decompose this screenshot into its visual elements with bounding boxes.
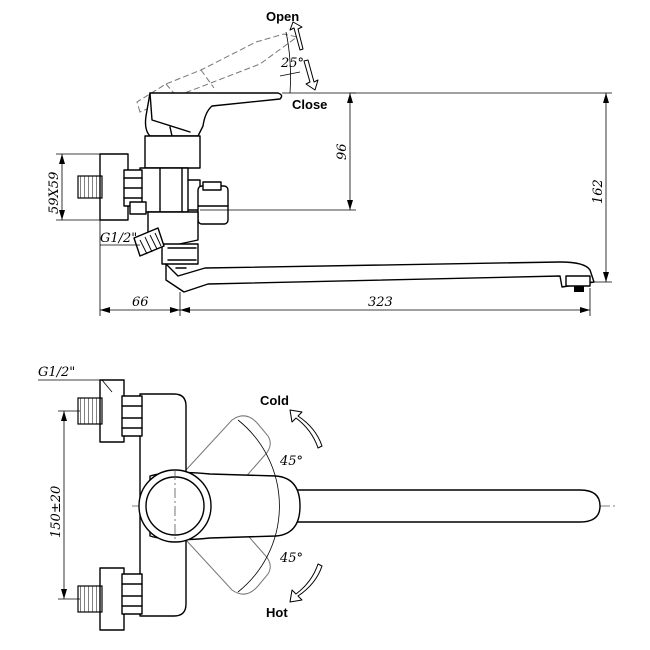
dimension-66: 66 [132, 295, 149, 310]
close-arrow-icon [303, 59, 319, 91]
inlet-connector [77, 153, 147, 221]
inlet-top [77, 379, 143, 443]
hot-angle-label: 45° [279, 551, 303, 566]
handle-closed-position [144, 92, 283, 137]
hot-arrow-icon [289, 563, 323, 603]
open-arrow-icon [289, 21, 304, 51]
handle-open-position [136, 33, 299, 113]
dimension-162: 162 [591, 179, 606, 204]
side-dimensions [56, 92, 612, 316]
handle-rotated-positions [185, 415, 271, 595]
close-label: Close [292, 97, 327, 112]
cold-arrow-icon [289, 409, 323, 449]
hot-label: Hot [266, 605, 288, 620]
top-view: G1/2" 150±20 Cold Hot 45° 45° [38, 365, 615, 631]
open-label: Open [266, 9, 299, 24]
cartridge-body [139, 135, 229, 265]
handle-angle-label: 25° [280, 56, 304, 71]
thread-label-side: G1/2" [100, 231, 137, 246]
spout [165, 261, 595, 293]
cold-angle-label: 45° [279, 454, 303, 469]
dimension-323: 323 [368, 295, 393, 310]
open-close-indicator [279, 21, 319, 94]
dimension-96: 96 [335, 143, 350, 160]
inlet-spacing-dimension [38, 379, 113, 600]
cold-label: Cold [260, 393, 289, 408]
side-view: Open Close 25° 96 162 59X59 G1/2" 66 323 [47, 9, 612, 316]
thread-label-top: G1/2" [38, 365, 75, 380]
dimension-59x59: 59X59 [47, 172, 62, 214]
dimension-150: 150±20 [49, 486, 64, 538]
inlet-bottom [77, 567, 143, 631]
rotation-arc [237, 419, 280, 593]
hose-outlet [133, 227, 165, 257]
